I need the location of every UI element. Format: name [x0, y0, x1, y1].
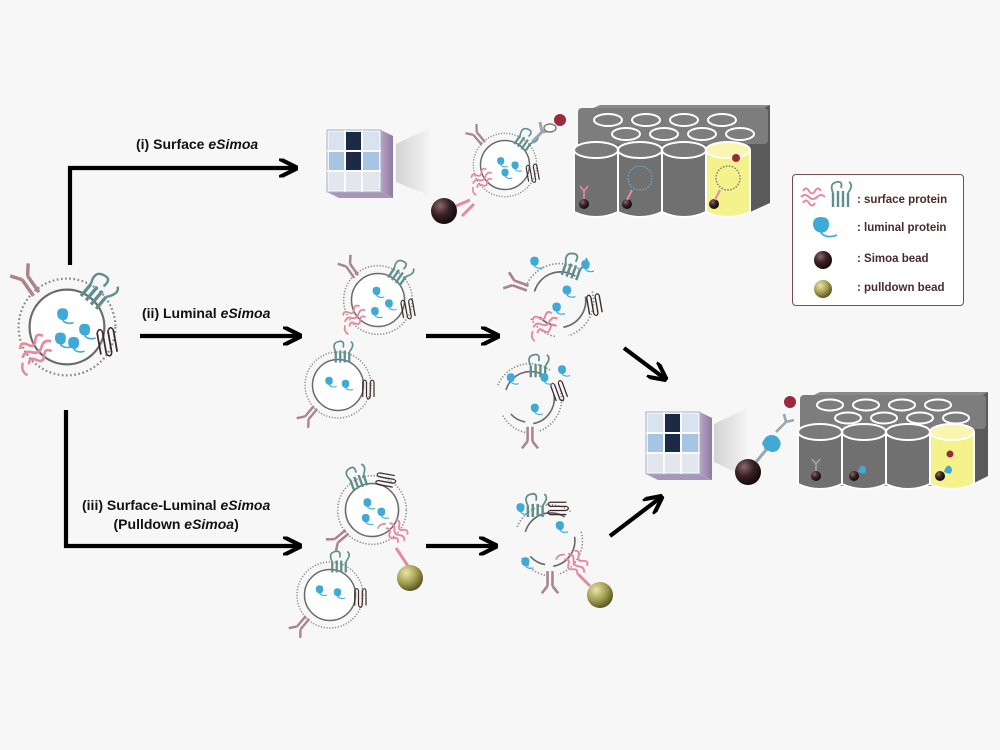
enzyme-label-icon [554, 114, 566, 126]
route-label-text: (ii) Luminal [142, 305, 221, 321]
luminal-protein-icon [813, 217, 838, 238]
route-label-text: (iii) Surface-Luminal [82, 497, 221, 513]
route-label-surface: (i) Surface eSimoa [136, 136, 258, 152]
legend: : surface protein : luminal protein : Si… [792, 174, 964, 306]
legend-label-pulldown-bead: : pulldown bead [857, 282, 945, 294]
source-vesicle [8, 261, 122, 378]
row-detection [645, 392, 988, 490]
well-array-luminal [797, 392, 988, 490]
simoa-bead-icon [814, 251, 832, 269]
captured-vesicle [464, 122, 541, 198]
route-label-line2-suffix: ) [234, 516, 239, 532]
pulldown-bead-icon [397, 565, 423, 591]
route-label-italic: eSimoa [220, 497, 271, 513]
route-label-line2: (Pulldown [113, 516, 185, 532]
route-label-pulldown: (iii) Surface-Luminal eSimoa (Pulldown e… [82, 497, 270, 532]
surface-protein-icon [800, 180, 853, 207]
legend-label-luminal-protein: : luminal protein [857, 222, 947, 234]
legend-label-simoa-bead: : Simoa bead [857, 253, 929, 265]
legend-icons [800, 180, 853, 298]
chip-icon [326, 129, 394, 199]
route-label-italic: eSimoa [220, 305, 271, 321]
legend-label-surface-protein: : surface protein [857, 194, 948, 206]
flow-arrows [63, 168, 664, 546]
row-pulldown [287, 462, 613, 640]
row-surface [326, 105, 770, 224]
route-label-italic: eSimoa [208, 136, 259, 152]
route-label-luminal: (ii) Luminal eSimoa [142, 305, 270, 321]
simoa-bead-icon [431, 198, 457, 224]
route-label-text: (i) Surface [136, 136, 209, 152]
pulldown-bead-icon [814, 280, 832, 298]
row-luminal [295, 250, 604, 450]
route-label-line2-italic: eSimoa [184, 516, 235, 532]
well-array-surface [573, 105, 770, 218]
